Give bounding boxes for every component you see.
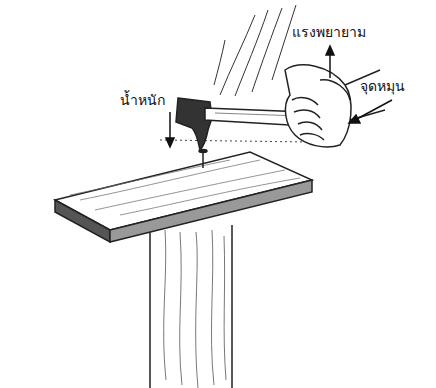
fulcrum-arrow (349, 100, 392, 123)
hand (285, 65, 385, 147)
effort-arrow (326, 46, 334, 78)
wooden-board (55, 152, 312, 242)
load-label: น้ำหนัก (120, 92, 165, 109)
load-arrow (166, 112, 174, 147)
nail (199, 150, 207, 169)
wooden-post (150, 225, 232, 388)
fulcrum-label: จุดหมุน (360, 78, 405, 95)
motion-lines (214, 5, 296, 96)
dotted-line (160, 140, 310, 142)
effort-label: แรงพยายาม (292, 24, 366, 41)
